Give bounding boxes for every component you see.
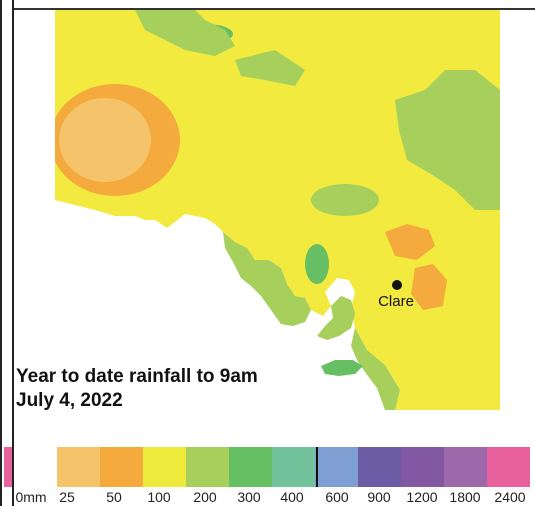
legend-swatch <box>401 447 444 487</box>
legend-edge-swatch <box>4 447 12 487</box>
dry-zone-east2 <box>411 264 447 310</box>
legend-labels: 0mm 25 50 100 200 300 400 600 900 1200 1800 2400 <box>0 489 535 506</box>
green-area-east <box>395 70 500 210</box>
legend-tick-label: 2400 <box>494 489 526 505</box>
legend-swatch <box>315 447 358 487</box>
top-frame <box>14 8 535 10</box>
legend-swatch <box>143 447 186 487</box>
legend-swatch <box>358 447 401 487</box>
legend-swatch <box>100 447 143 487</box>
dry-zone-inner <box>59 98 151 182</box>
clare-label: Clare <box>378 293 414 310</box>
green-area-central <box>311 184 379 216</box>
map-title: Year to date rainfall to 9am July 4, 202… <box>16 365 258 413</box>
legend-swatch <box>229 447 272 487</box>
legend-tick-label: 25 <box>59 489 75 505</box>
legend-unit-label: 0mm <box>15 489 47 505</box>
legend-tick-label: 100 <box>147 489 171 505</box>
rainfall-map: Clare <box>55 10 500 410</box>
southeast-coast <box>351 328 400 410</box>
legend-divider <box>316 447 318 487</box>
legend-swatch <box>487 447 530 487</box>
legend-tick-label: 1200 <box>406 489 438 505</box>
legend-tick-label: 1800 <box>449 489 481 505</box>
legend-swatch <box>272 447 315 487</box>
kangaroo-island <box>321 360 363 376</box>
legend-tick-label: 50 <box>106 489 122 505</box>
legend-tick-label: 900 <box>367 489 391 505</box>
legend-tick-label: 200 <box>193 489 217 505</box>
clare-marker <box>392 280 402 290</box>
legend-tick-label: 600 <box>325 489 349 505</box>
rainfall-legend <box>57 447 530 487</box>
title-line-1: Year to date rainfall to 9am <box>16 366 258 387</box>
green-area-north <box>135 10 235 56</box>
legend-tick-label: 300 <box>237 489 261 505</box>
green-area-northcentral <box>235 50 305 86</box>
dry-zone-east1 <box>385 224 435 260</box>
left-frame <box>0 0 14 506</box>
title-line-2: July 4, 2022 <box>16 390 123 411</box>
green-patch-eyre <box>305 244 329 284</box>
yorke-peninsula <box>317 296 355 340</box>
legend-tick-label: 400 <box>280 489 304 505</box>
legend-swatch <box>186 447 229 487</box>
legend-swatch <box>444 447 487 487</box>
eyre-peninsula <box>223 232 311 326</box>
legend-swatch <box>57 447 100 487</box>
